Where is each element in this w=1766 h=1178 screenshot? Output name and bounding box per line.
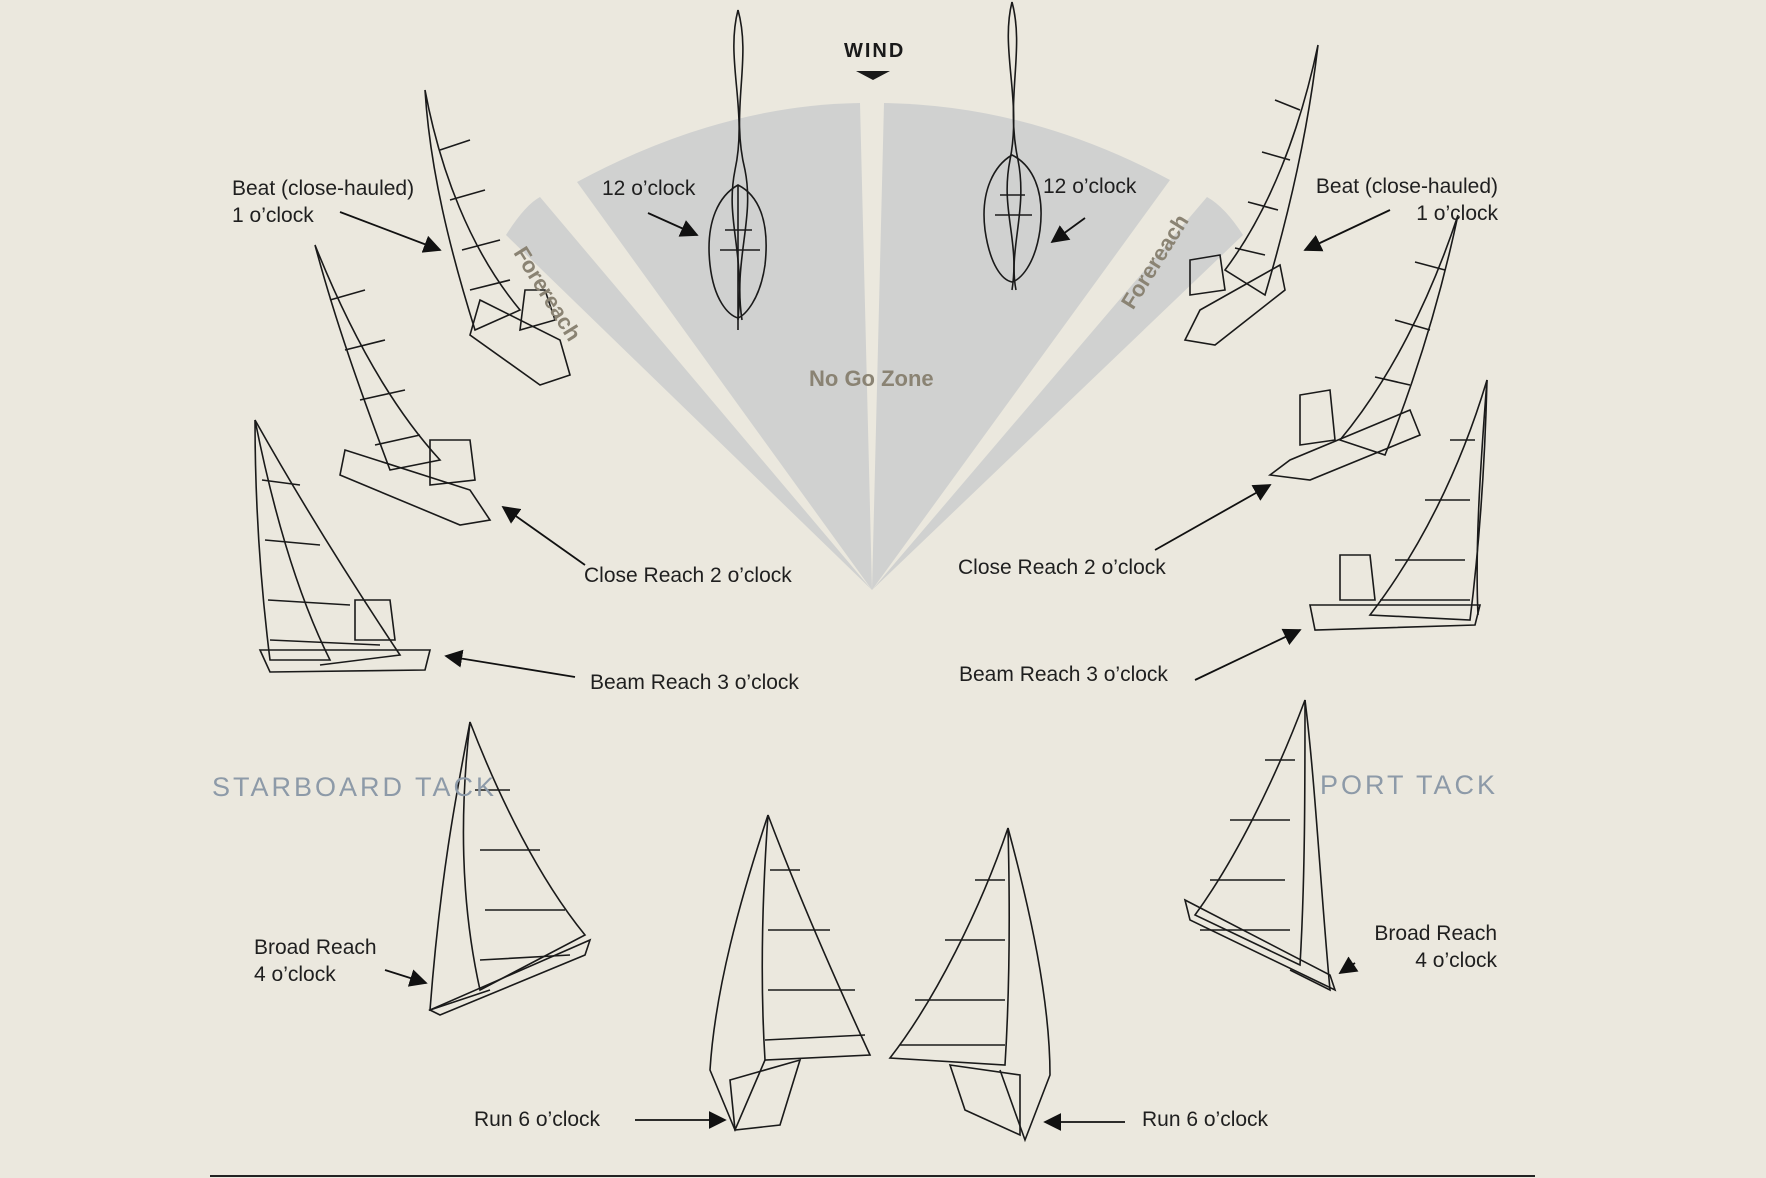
pointer-beam-reach-right: [1194, 628, 1302, 681]
pointer-beat-right: [1303, 209, 1391, 252]
sailboat-beam-reach-right: [1309, 379, 1488, 631]
forereach-wedge-left: [506, 197, 872, 590]
sailboat-broad-reach-left: [428, 721, 592, 1016]
sailboat-12-right: [983, 1, 1042, 291]
sailboat-beat-left: [424, 89, 571, 386]
starboard-tack-label: STARBOARD TACK: [212, 772, 498, 802]
pointer-12-right: [1050, 217, 1086, 244]
pointer-12-left: [647, 212, 699, 237]
run-right-label: Run 6 o’clock: [1142, 1108, 1269, 1131]
sailboat-12-left: [708, 9, 767, 330]
beam-reach-right-label: Beam Reach 3 o’clock: [959, 663, 1168, 686]
pointer-close-reach-right: [1154, 484, 1272, 551]
port-tack-label: PORT TACK: [1320, 770, 1499, 800]
wind-label: WIND: [844, 40, 906, 62]
sailboat-close-reach-right: [1267, 214, 1459, 481]
run-left-label: Run 6 o’clock: [474, 1108, 601, 1131]
sailboat-beat-right: [1183, 44, 1319, 346]
sailboat-run-right: [888, 827, 1051, 1143]
beam-reach-left-label: Beam Reach 3 o’clock: [590, 671, 799, 694]
no-go-zone-wedge: [506, 103, 1243, 590]
sailboat-close-reach-left: [314, 244, 492, 526]
twelve-left-label: 12 o’clock: [602, 177, 696, 200]
broad-reach-right-label: Broad Reach 4 o’clock: [1374, 922, 1497, 972]
beat-left-label: Beat (close-hauled) 1 o’clock: [232, 177, 415, 227]
broad-reach-left-label: Broad Reach 4 o’clock: [254, 936, 377, 986]
no-go-wedge-right: [872, 103, 1170, 590]
pointer-close-reach-left: [501, 505, 586, 566]
wind-arrow-icon: [856, 71, 890, 80]
no-go-wedge-left: [577, 103, 872, 590]
forereach-wedge-right: [872, 197, 1243, 590]
close-reach-left-label: Close Reach 2 o’clock: [584, 564, 792, 587]
close-reach-right-label: Close Reach 2 o’clock: [958, 556, 1166, 579]
sailboat-beam-reach-left: [254, 419, 432, 673]
twelve-right-label: 12 o’clock: [1043, 175, 1137, 198]
pointer-beat-left: [339, 211, 442, 253]
beat-right-label: Beat (close-hauled) 1 o’clock: [1315, 175, 1498, 225]
pointer-broad-reach-left: [384, 969, 428, 987]
sailboat-run-left: [709, 814, 872, 1133]
pointer-beam-reach-left: [444, 649, 576, 678]
no-go-zone-label: No Go Zone: [809, 366, 934, 391]
pointer-broad-reach-right: [1338, 956, 1359, 974]
sailboat-broad-reach-right: [1183, 699, 1337, 992]
